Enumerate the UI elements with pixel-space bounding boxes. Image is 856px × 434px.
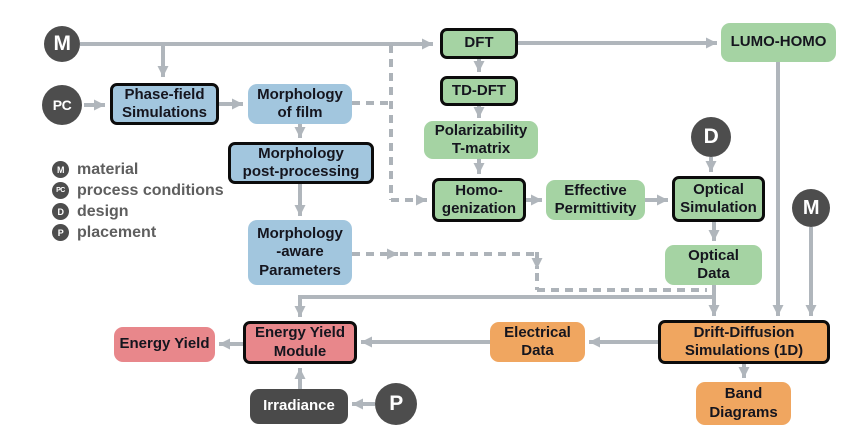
material-legend-icon: M	[52, 161, 69, 178]
node-morphology-of-film: Morphology of film	[248, 84, 352, 124]
solid-arrows	[80, 37, 817, 410]
legend-label-material: material	[77, 160, 139, 178]
placement-badge: P	[375, 383, 417, 425]
node-polarizability-t-matrix: Polarizability T-matrix	[424, 121, 538, 159]
process-conditions-badge: PC	[42, 85, 82, 125]
material-badge-right: M	[792, 189, 830, 227]
legend-label-placement: placement	[77, 223, 157, 241]
node-effective-permittivity: Effective Permittivity	[546, 180, 645, 220]
design-legend-icon: D	[52, 203, 69, 220]
legend-item-design: D design	[52, 203, 224, 220]
legend-item-material: M material	[52, 161, 224, 178]
node-homogenization: Homo- genization	[432, 178, 526, 222]
legend: M material PC process conditions D desig…	[52, 161, 224, 241]
node-irradiance: Irradiance	[250, 389, 348, 424]
node-phase-field-simulations: Phase-field Simulations	[110, 83, 219, 125]
dashed-arrows	[352, 45, 707, 292]
node-electrical-data: Electrical Data	[490, 322, 585, 362]
node-energy-yield-module: Energy Yield Module	[243, 321, 357, 364]
material-badge-top: M	[44, 26, 80, 62]
node-drift-diffusion-simulations: Drift-Diffusion Simulations (1D)	[658, 320, 830, 364]
legend-label-design: design	[77, 202, 129, 220]
placement-legend-icon: P	[52, 224, 69, 241]
node-band-diagrams: Band Diagrams	[696, 382, 791, 425]
node-energy-yield: Energy Yield	[114, 327, 215, 362]
node-dft: DFT	[440, 28, 518, 59]
node-lumo-homo: LUMO-HOMO	[721, 23, 836, 62]
legend-label-process-conditions: process conditions	[77, 181, 224, 199]
process-conditions-legend-icon: PC	[52, 182, 69, 199]
legend-item-process-conditions: PC process conditions	[52, 182, 224, 199]
node-optical-simulation: Optical Simulation	[672, 176, 765, 222]
node-optical-data: Optical Data	[665, 245, 762, 285]
node-morphology-post-processing: Morphology post-processing	[228, 142, 374, 184]
design-badge: D	[691, 117, 731, 157]
node-td-dft: TD-DFT	[440, 76, 518, 106]
node-morphology-aware-parameters: Morphology -aware Parameters	[248, 220, 352, 285]
legend-item-placement: P placement	[52, 224, 224, 241]
